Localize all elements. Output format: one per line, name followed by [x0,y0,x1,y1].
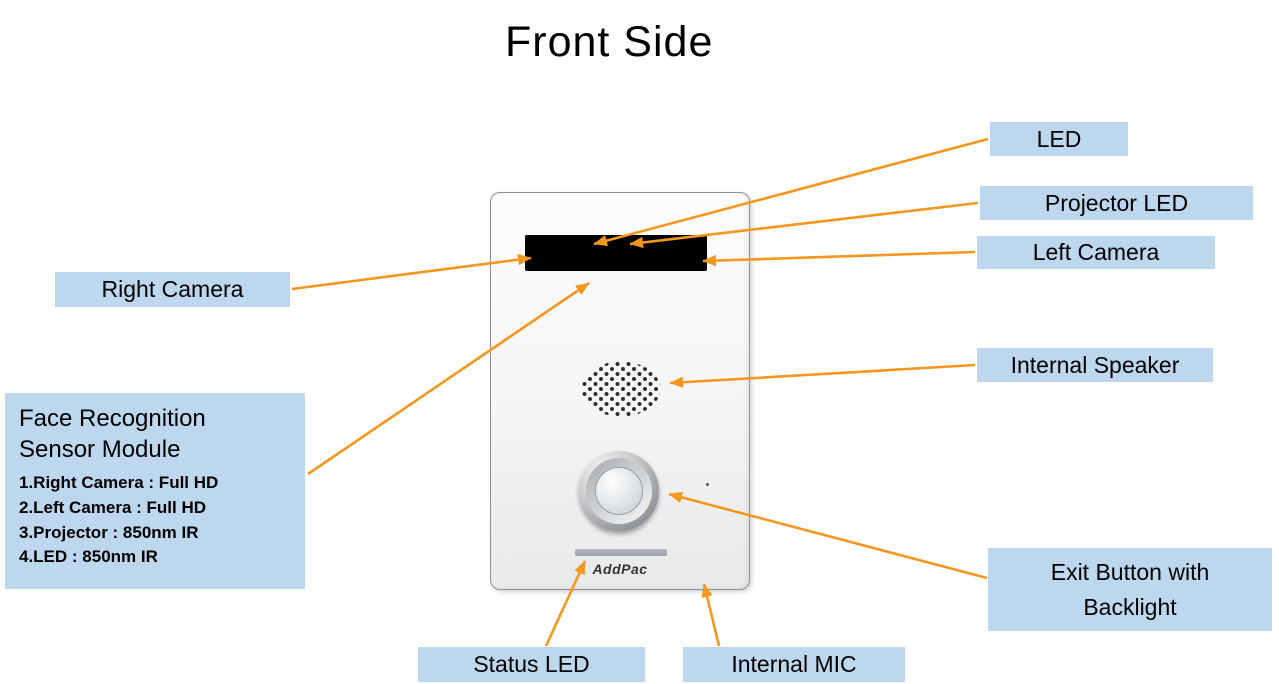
label-internal-mic: Internal MIC [683,647,905,682]
speaker-grille [581,361,661,417]
label-status-led: Status LED [418,647,645,682]
face-module-spec-item: 2.Left Camera : Full HD [19,498,207,518]
door-phone-device: AddPac [490,192,750,590]
label-face-recognition-module: Face Recognition Sensor Module 1.Right C… [5,393,305,589]
brand-logo: AddPac [592,561,648,577]
face-module-spec-list: 1.Right Camera : Full HD 2.Left Camera :… [19,471,218,570]
label-exit-button-line2: Backlight [1083,593,1177,620]
label-right-camera: Right Camera [55,272,290,307]
exit-button [579,451,659,531]
label-left-camera: Left Camera [977,236,1215,269]
status-led-bar [575,549,667,556]
face-module-spec-item: 4.LED : 850nm IR [19,547,158,567]
mic-hole [706,483,709,486]
label-internal-speaker: Internal Speaker [977,348,1213,382]
camera-sensor-window [525,235,707,271]
label-led: LED [990,122,1128,156]
face-module-spec-item: 3.Projector : 850nm IR [19,522,199,542]
label-projector-led: Projector LED [980,186,1253,220]
face-module-heading-line1: Face Recognition [19,405,206,432]
exit-button-face [595,467,643,515]
page-title: Front Side [505,18,714,66]
face-module-heading-line2: Sensor Module [19,436,181,464]
label-exit-button-line1: Exit Button with [1050,559,1210,585]
face-module-spec-item: 1.Right Camera : Full HD [19,473,219,493]
arrow-internal-mic [701,583,721,647]
label-exit-button: Exit Button with Backlight [988,548,1272,631]
